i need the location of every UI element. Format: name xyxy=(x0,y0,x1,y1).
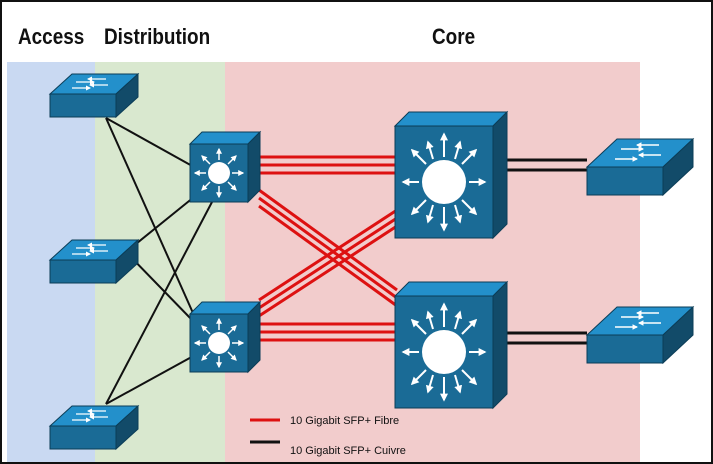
legend-fibre-label: 10 Gigabit SFP+ Fibre xyxy=(290,415,399,427)
core-switch-2 xyxy=(393,280,509,410)
access-zone-title: Access xyxy=(18,24,85,49)
core-switch-1 xyxy=(393,110,509,240)
link-dist2-core1-b xyxy=(258,216,398,310)
link-dist1-core2-a xyxy=(258,188,398,292)
link-dist2-core1-c xyxy=(258,224,398,318)
core-zone-title: Core xyxy=(432,24,476,49)
legend-copper-label: 10 Gigabit SFP+ Cuivre xyxy=(290,445,406,457)
link-access1-dist1 xyxy=(105,117,195,168)
fibre-links xyxy=(258,155,398,342)
access-switch-1 xyxy=(48,72,140,119)
core-switches xyxy=(393,110,509,410)
access-switches xyxy=(48,72,140,451)
edge-switch-1 xyxy=(585,137,695,197)
distribution-switch-1 xyxy=(188,130,262,204)
link-dist2-core1-a xyxy=(258,208,398,302)
access-switch-2 xyxy=(48,238,140,285)
distribution-switches xyxy=(188,130,262,374)
link-dist1-core2-b xyxy=(258,196,398,300)
link-access3-dist2 xyxy=(105,353,198,405)
link-access1-dist2 xyxy=(105,117,198,323)
edge-switch-2 xyxy=(585,305,695,365)
legend: 10 Gigabit SFP+ Fibre 10 Gigabit SFP+ Cu… xyxy=(250,415,406,457)
distribution-zone-title: Distribution xyxy=(104,24,211,49)
edge-switches xyxy=(585,137,695,365)
link-access3-dist1 xyxy=(105,201,213,405)
distribution-switch-2 xyxy=(188,300,262,374)
access-switch-3 xyxy=(48,404,140,451)
